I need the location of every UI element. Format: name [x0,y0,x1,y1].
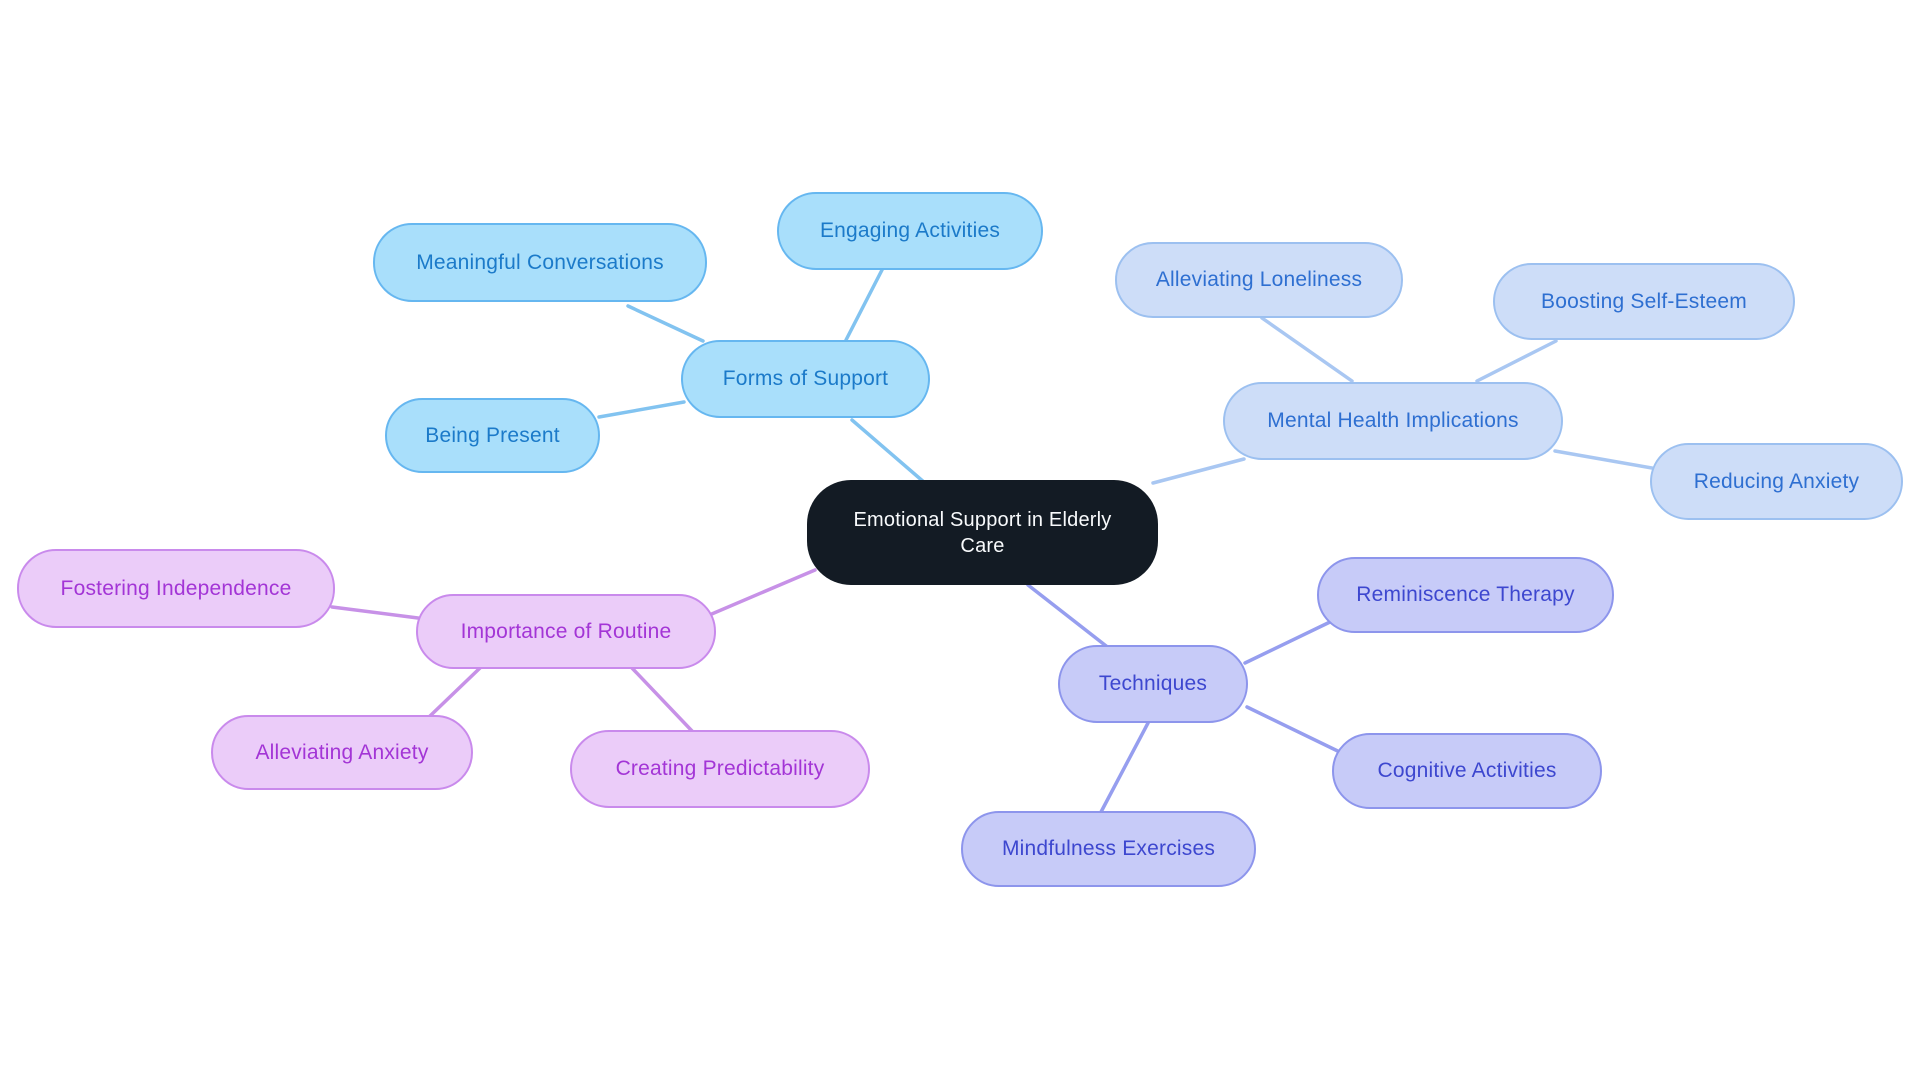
node-label: Boosting Self-Esteem [1541,289,1747,313]
edge-center-techniques [1026,583,1112,651]
node-cognitive-activities[interactable]: Cognitive Activities [1332,733,1602,809]
node-importance-of-routine[interactable]: Importance of Routine [416,594,716,669]
node-alleviating-anxiety[interactable]: Alleviating Anxiety [211,715,473,790]
node-central-topic[interactable]: Emotional Support in Elderly Care [807,480,1158,585]
node-engaging-activities[interactable]: Engaging Activities [777,192,1043,270]
node-label: Meaningful Conversations [416,250,664,274]
node-label: Reminiscence Therapy [1356,583,1575,606]
edge-mental-reducing-anxiety [1553,449,1654,470]
edge-mental-alleviating-loneliness [1260,316,1354,383]
edge-routine-fostering-independence [330,605,420,620]
edge-forms-meaningful-conversations [626,304,705,343]
edge-center-importance-of-routine [698,568,817,621]
node-mental-health-implications[interactable]: Mental Health Implications [1223,382,1563,460]
edge-routine-alleviating-anxiety [428,666,482,718]
node-label: Being Present [425,423,560,447]
node-label: Mental Health Implications [1267,409,1519,432]
node-label: Forms of Support [722,367,889,390]
edge-forms-engaging-activities [844,266,885,342]
edge-mental-boosting-self-esteem [1475,339,1558,383]
node-label: Cognitive Activities [1377,759,1557,782]
edge-techniques-reminiscence-therapy [1243,620,1332,665]
node-mindfulness-exercises[interactable]: Mindfulness Exercises [961,811,1256,887]
node-reducing-anxiety[interactable]: Reducing Anxiety [1650,443,1903,520]
edge-routine-creating-predictability [630,666,694,733]
edge-techniques-mindfulness-exercises [1099,721,1150,814]
node-alleviating-loneliness[interactable]: Alleviating Loneliness [1115,242,1403,318]
edge-center-mental-health [1151,457,1246,485]
node-label: Alleviating Loneliness [1155,268,1363,291]
node-label: Fostering Independence [60,576,292,600]
node-label: Mindfulness Exercises [1001,837,1216,860]
node-creating-predictability[interactable]: Creating Predictability [570,730,870,808]
node-label: Importance of Routine [460,619,672,643]
node-label: Emotional Support in Elderly Care [853,508,1112,557]
node-boosting-self-esteem[interactable]: Boosting Self-Esteem [1493,263,1795,340]
node-label: Creating Predictability [615,757,825,780]
node-label: Alleviating Anxiety [255,740,429,764]
edge-forms-being-present [597,400,686,419]
node-fostering-independence[interactable]: Fostering Independence [17,549,335,628]
node-label: Techniques [1098,672,1208,695]
edge-techniques-cognitive-activities [1245,705,1350,758]
edge-center-forms-of-support [850,418,927,485]
node-label: Engaging Activities [819,219,1001,242]
node-label: Reducing Anxiety [1693,469,1860,493]
node-reminiscence-therapy[interactable]: Reminiscence Therapy [1317,557,1614,633]
node-being-present[interactable]: Being Present [385,398,600,473]
node-meaningful-conversations[interactable]: Meaningful Conversations [373,223,707,302]
node-forms-of-support[interactable]: Forms of Support [681,340,930,418]
node-techniques[interactable]: Techniques [1058,645,1248,723]
